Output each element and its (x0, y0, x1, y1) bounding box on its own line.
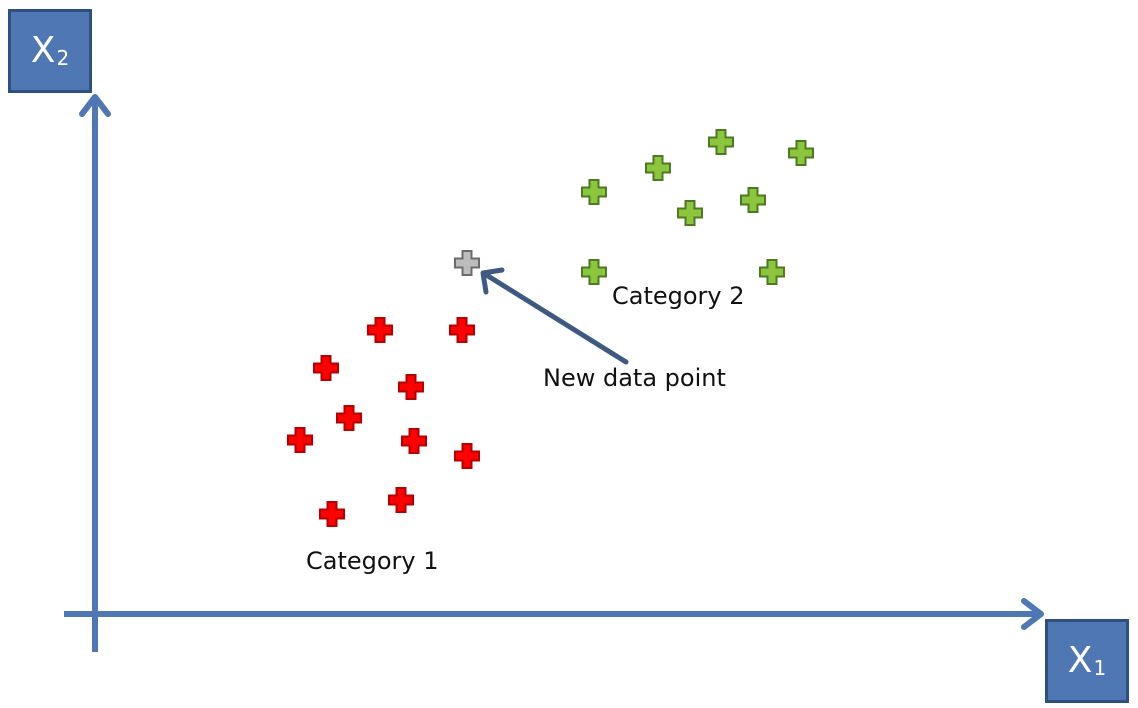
x-axis-arrowhead (1021, 598, 1044, 630)
new-point-pointer-arrowhead (480, 267, 505, 295)
points-layer (287, 129, 814, 527)
category-1-point (313, 355, 339, 381)
category-1-point (336, 405, 362, 431)
category-2-point (581, 259, 607, 285)
category-1-point (287, 427, 313, 453)
category-2-point (677, 200, 703, 226)
x-axis-subscript: 1 (1093, 656, 1107, 680)
category-1-point (388, 487, 414, 513)
new-data-point-label: New data point (543, 364, 726, 392)
category-2-point (708, 129, 734, 155)
new-point-pointer-line (485, 273, 629, 365)
category-1-point (454, 443, 480, 469)
category-2-point (645, 155, 671, 181)
category-1-point (367, 317, 393, 343)
category-2-point (740, 187, 766, 213)
new-data-point (454, 250, 480, 276)
x-axis-label: X (1067, 640, 1093, 681)
category-2-label: Category 2 (612, 282, 745, 310)
category-2-point (759, 259, 785, 285)
category-1-point (319, 501, 345, 527)
y-axis-subscript: 2 (56, 46, 70, 70)
category-1-point (398, 374, 424, 400)
category-2-point (581, 179, 607, 205)
y-axis-label: X (30, 30, 56, 71)
category-1-point (401, 428, 427, 454)
category-1-point (449, 317, 475, 343)
y-axis-arrowhead (79, 94, 111, 117)
category-2-point (788, 140, 814, 166)
category-1-label: Category 1 (306, 547, 439, 575)
